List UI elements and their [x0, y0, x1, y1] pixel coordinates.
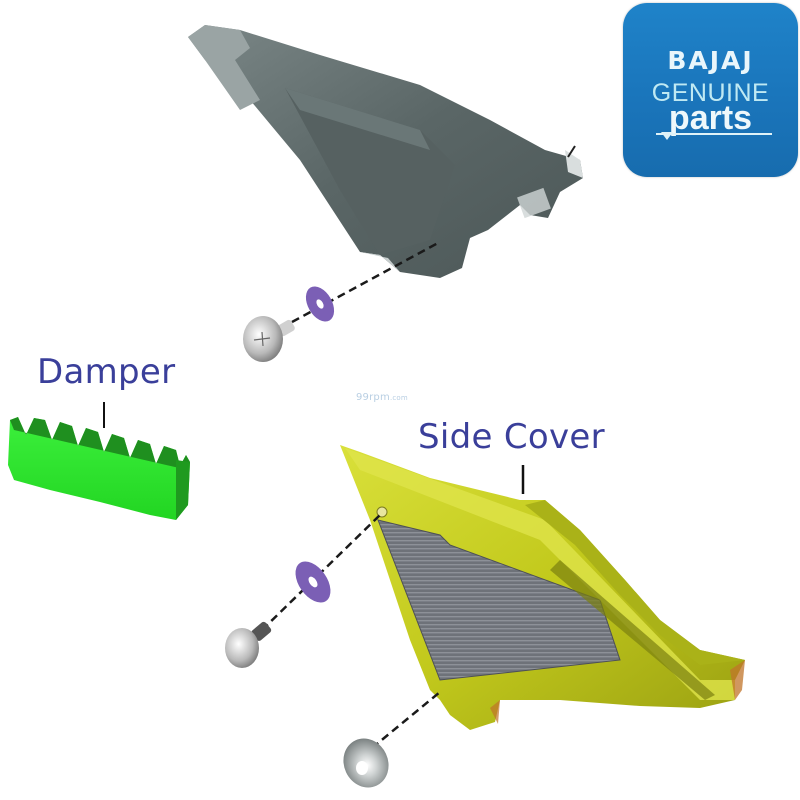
badge-brand: BAJAJ — [667, 46, 754, 75]
watermark-main: 99rpm — [356, 392, 390, 403]
watermark: 99rpm.com — [356, 392, 408, 403]
badge-genuine: GENUINE — [651, 79, 770, 107]
damper-part — [8, 417, 190, 520]
lower-fastener-assembly — [225, 514, 381, 668]
lower-screw — [225, 628, 259, 668]
damper-label: Damper — [37, 352, 176, 392]
watermark-suffix: .com — [389, 394, 408, 402]
upper-fastener-assembly — [243, 241, 439, 362]
side-cover-label: Side Cover — [418, 417, 605, 457]
badge-tick-icon — [661, 132, 673, 140]
upper-cover-part — [188, 25, 583, 278]
badge-underline — [656, 133, 772, 135]
grommet-dashed-line — [371, 691, 441, 749]
grommet-assembly — [343, 691, 441, 788]
side-cover-part — [340, 445, 745, 730]
bajaj-genuine-parts-logo: BAJAJ GENUINE parts — [623, 3, 798, 177]
badge-parts: parts — [668, 99, 753, 137]
